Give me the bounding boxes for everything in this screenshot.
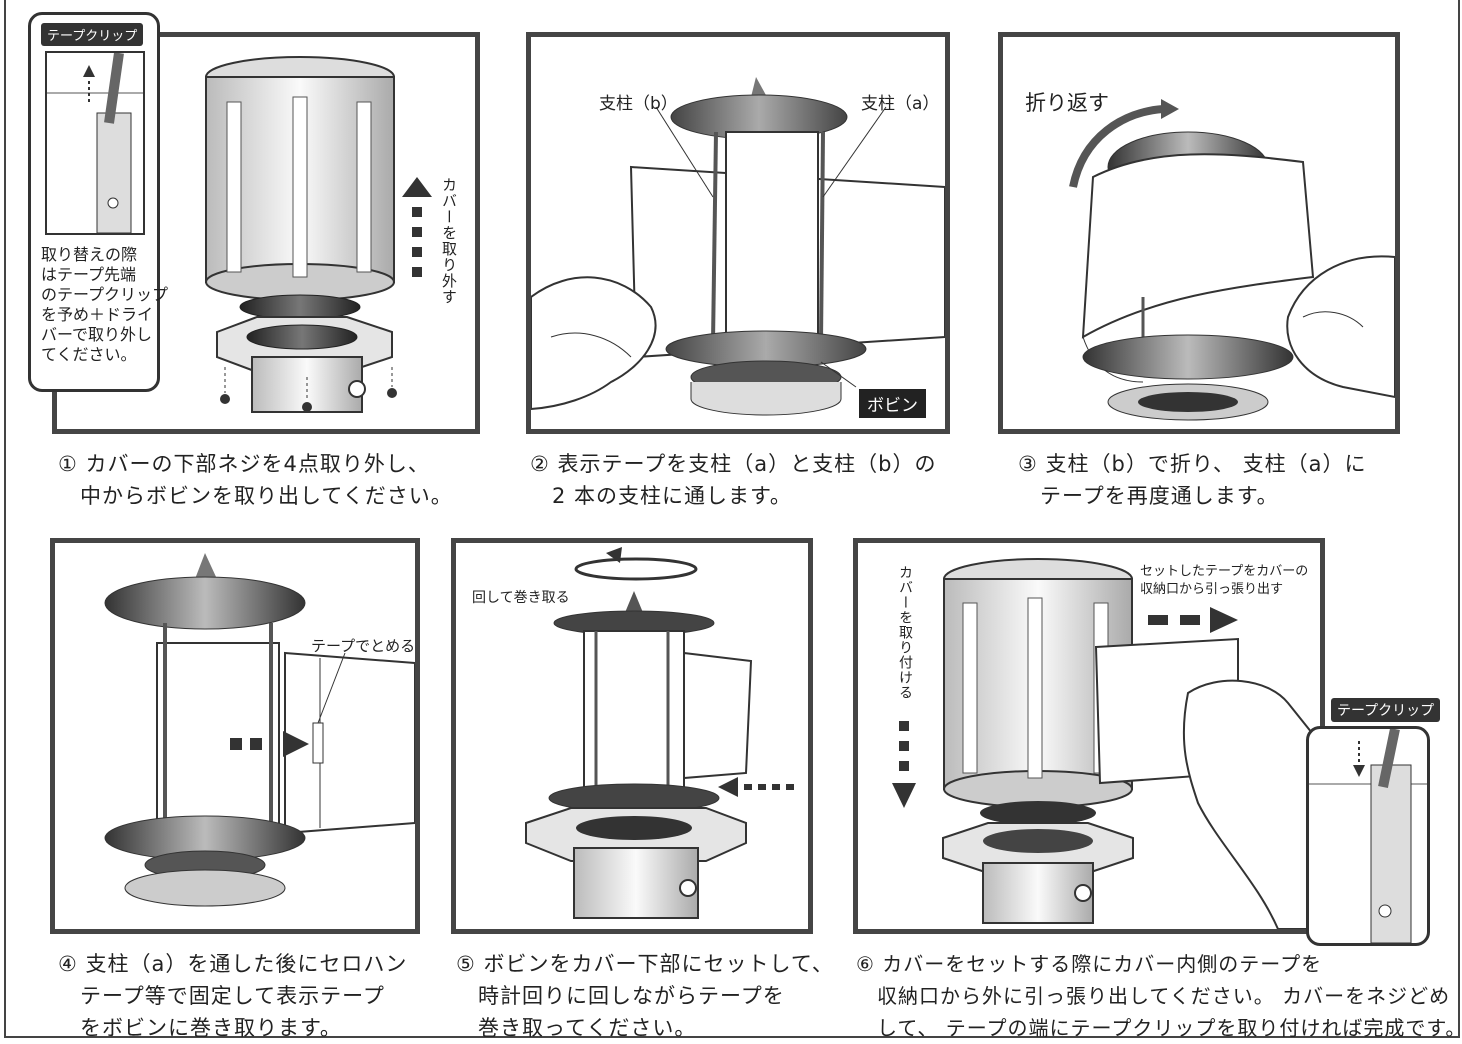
- step4-illustration: テープでとめる: [50, 538, 420, 934]
- step6-caption: ⑥ カバーをセットする際にカバー内側のテープを 収納口から外に引っ張り出してくだ…: [856, 952, 1462, 1040]
- step6-illustration: カバーを取り付ける セットしたテープをカバーの 収納口から引っ張り出す: [853, 538, 1325, 934]
- step3-illustration: 折り返す: [998, 32, 1400, 434]
- cover-removal-drawing: [205, 56, 432, 413]
- bobbin-tag: ボビン: [859, 389, 926, 418]
- remove-cover-arrow-label: カバーを取り外す: [440, 177, 458, 305]
- pillar-b-label: 支柱（b）: [599, 94, 678, 114]
- tape-clip-inset: [45, 51, 145, 235]
- step2-caption: ② 表示テープを支柱（a）と支柱（b）の 2 本の支柱に通します。: [530, 452, 937, 508]
- tape-clip-inset-step6: [1306, 726, 1430, 946]
- tape-fix-label: テープでとめる: [311, 637, 416, 655]
- step3-caption: ③ 支柱（b）で折り、 支柱（a）に テープを再度通します。: [1018, 452, 1367, 508]
- winding-tape-drawing: [525, 547, 794, 919]
- tape-clip-attached-drawing: [1309, 727, 1427, 944]
- tape-clip-instruction: 取り替えの際 はテープ先端 のテープクリップ を予め＋ドライ バーで取り外し て…: [41, 245, 169, 364]
- pull-tape-label: セットしたテープをカバーの 収納口から引っ張り出す: [1140, 564, 1309, 597]
- rotate-wind-label: 回して巻き取る: [472, 590, 570, 606]
- tape-clip-note: テープクリップ 取り替えの際 はテープ先端 のテープクリップ を予め＋ドライ バ…: [28, 12, 168, 392]
- attach-cover-arrow-label: カバーを取り付ける: [897, 565, 913, 700]
- step5-illustration: 回して巻き取る: [451, 538, 813, 934]
- folding-tape-drawing: [1069, 99, 1395, 421]
- threading-tape-drawing: [531, 77, 945, 416]
- taping-tape-drawing: [104, 553, 415, 907]
- step1-caption: ① カバーの下部ネジを4点取り外し、 中からボビンを取り出してください。: [58, 452, 453, 508]
- pillar-a-label: 支柱（a）: [861, 94, 940, 114]
- tape-clip-tag: テープクリップ: [41, 23, 144, 46]
- cover-attach-drawing: [892, 558, 1320, 929]
- step5-caption: ⑤ ボビンをカバー下部にセットして、 時計回りに回しながらテープを 巻き取ってく…: [456, 952, 834, 1040]
- tape-clip-tag-step6: テープクリップ: [1331, 698, 1441, 722]
- step2-illustration: 支柱（b） 支柱（a） ボビン: [526, 32, 950, 434]
- screwdriver-clip-drawing: [47, 52, 143, 234]
- fold-back-label: 折り返す: [1025, 91, 1109, 115]
- step4-caption: ④ 支柱（a）を通した後にセロハン テープ等で固定して表示テープ をボビンに巻き…: [58, 952, 408, 1040]
- page-frame: [4, 0, 1460, 1038]
